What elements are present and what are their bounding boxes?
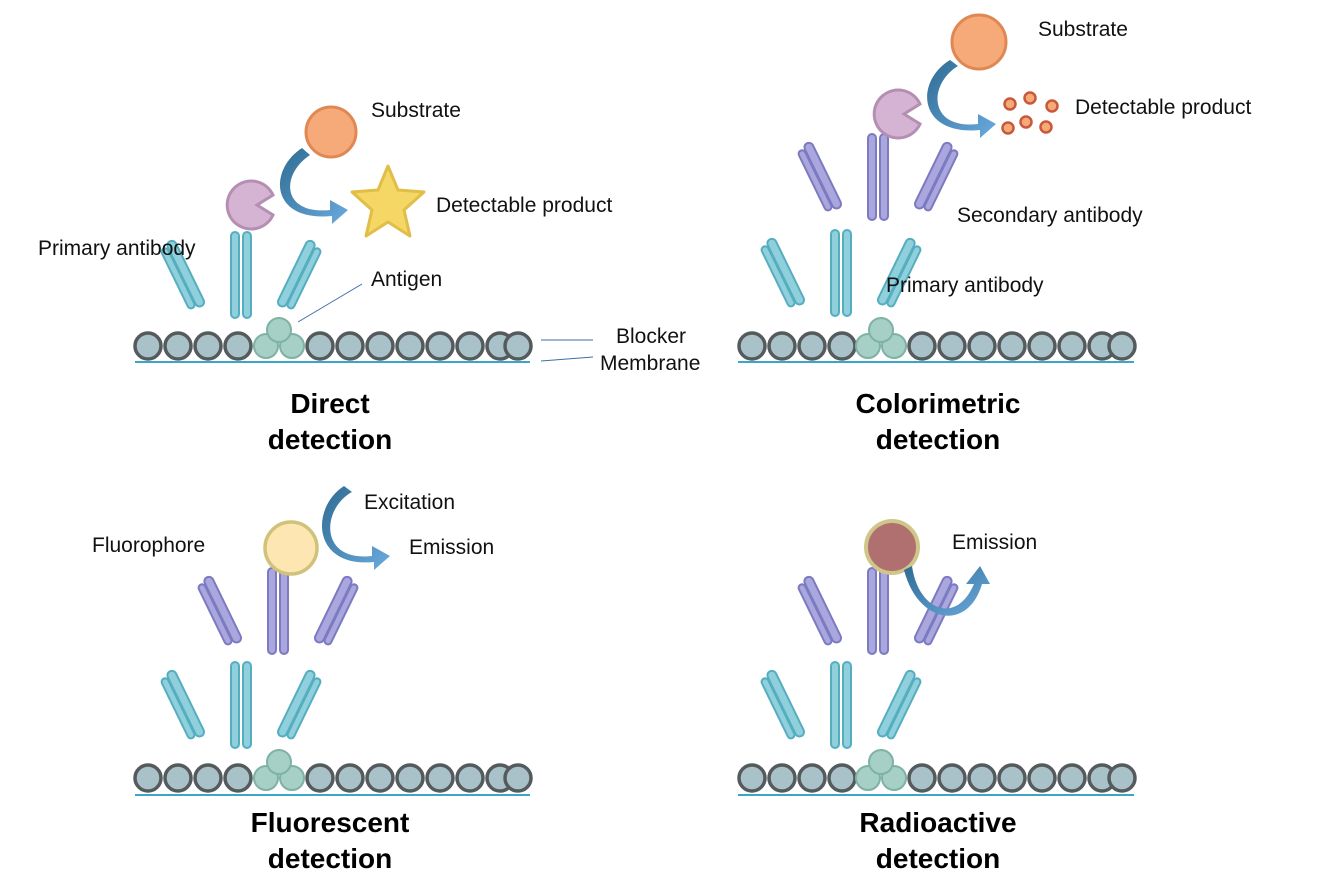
blocker-row	[133, 331, 533, 363]
primary-antibody	[759, 661, 923, 749]
secondary-antibody	[796, 133, 960, 221]
title-line2: detection	[268, 424, 392, 455]
membrane-pointer	[540, 356, 594, 362]
panel-fluorescent: Fluorophore Excitation Emission Fluoresc…	[92, 486, 533, 874]
antigen-pointer	[297, 283, 363, 323]
label-fluorophore: Fluorophore	[92, 534, 205, 557]
emission-arrow-icon	[904, 566, 990, 616]
label-antigen: Antigen	[371, 268, 442, 291]
label-secondary-antibody: Secondary antibody	[957, 204, 1143, 227]
blocker-beads	[133, 331, 533, 361]
blocker-row	[133, 763, 533, 796]
detectable-product-star-icon	[350, 164, 426, 238]
blocker-row	[737, 763, 1137, 796]
blocker-beads	[133, 763, 533, 793]
antigen	[253, 749, 305, 791]
detectable-product-dots-icon	[1001, 91, 1059, 135]
label-primary-antibody: Primary antibody	[38, 237, 196, 260]
title-line1: Fluorescent	[251, 807, 410, 838]
panel-direct: Substrate Detectable product Primary ant…	[38, 99, 700, 455]
antigen	[855, 317, 907, 359]
label-membrane: Membrane	[600, 352, 700, 375]
radioactive-label-icon	[864, 519, 920, 575]
secondary-antibody	[196, 567, 360, 655]
antigen	[855, 749, 907, 791]
panel-colorimetric: Substrate Detectable product Secondary a…	[737, 13, 1251, 455]
label-substrate: Substrate	[371, 99, 461, 122]
enzyme-icon	[225, 179, 275, 231]
substrate-icon	[950, 13, 1008, 71]
title-line2: detection	[268, 843, 392, 874]
label-detectable-product: Detectable product	[436, 194, 612, 217]
label-excitation: Excitation	[364, 491, 455, 514]
label-emission: Emission	[952, 531, 1037, 554]
panel-radioactive: Emission Radioactive detection	[737, 519, 1137, 874]
title-line2: detection	[876, 424, 1000, 455]
title-line1: Radioactive	[859, 807, 1016, 838]
reaction-arrow-icon	[927, 60, 996, 138]
fluorophore-icon	[263, 520, 319, 576]
blocker-row	[737, 331, 1137, 363]
substrate-icon	[304, 105, 358, 159]
label-primary-antibody: Primary antibody	[886, 274, 1044, 297]
label-detectable-product: Detectable product	[1075, 96, 1251, 119]
label-blocker: Blocker	[616, 325, 686, 348]
primary-antibody	[159, 661, 323, 749]
title-line2: detection	[876, 843, 1000, 874]
excitation-emission-arrow-icon	[321, 486, 390, 570]
blocker-beads	[737, 763, 1137, 793]
blocker-beads	[737, 331, 1137, 361]
primary-antibody	[759, 229, 923, 317]
label-substrate: Substrate	[1038, 18, 1128, 41]
label-emission: Emission	[409, 536, 494, 559]
reaction-arrow-icon	[279, 148, 348, 224]
title-line1: Direct	[290, 388, 369, 419]
antigen	[253, 317, 305, 359]
title-line1: Colorimetric	[856, 388, 1021, 419]
enzyme-icon	[872, 88, 922, 140]
